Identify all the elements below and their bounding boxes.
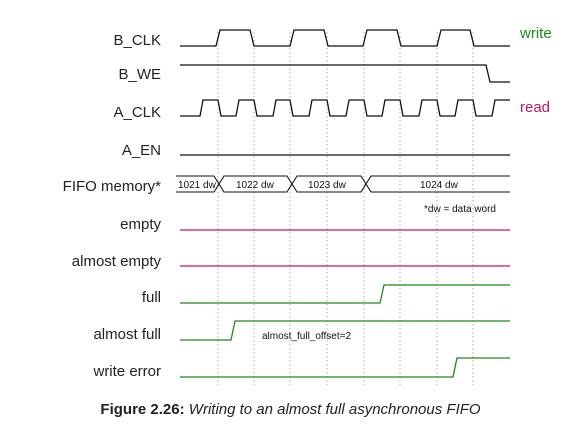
- label-a-en: A_EN: [121, 142, 161, 159]
- full-waveform: [180, 284, 510, 304]
- label-write-error: write error: [93, 363, 161, 380]
- label-b-clk: B_CLK: [113, 32, 161, 49]
- label-write: write: [520, 25, 552, 42]
- memory-segment-1022: 1022 dw: [236, 180, 275, 191]
- almost-full-offset-note: almost_full_offset=2: [262, 331, 351, 342]
- dw-note: *dw = data word: [424, 204, 496, 215]
- caption-number: Figure 2.26:: [100, 401, 185, 418]
- caption-text: Writing to an almost full asynchronous F…: [188, 401, 481, 418]
- label-full: full: [141, 289, 161, 306]
- label-b-we: B_WE: [118, 66, 161, 83]
- memory-segment-1024: 1024 dw: [420, 180, 459, 191]
- b-we-waveform: [180, 64, 510, 83]
- b-clk-waveform: [180, 29, 510, 47]
- fifo-memory-bus: [176, 175, 510, 193]
- label-empty: empty: [120, 216, 161, 233]
- almost-full-waveform: [180, 320, 510, 341]
- label-almost-full: almost full: [93, 326, 161, 343]
- memory-segment-1021: 1021 dw: [178, 180, 217, 191]
- label-fifo-memory: FIFO memory*: [62, 178, 161, 195]
- label-read: read: [520, 99, 551, 116]
- a-clk-waveform: [180, 99, 510, 117]
- label-almost-empty: almost empty: [71, 253, 161, 270]
- guide-lines: [217, 32, 474, 385]
- write-error-waveform: [180, 357, 510, 378]
- timing-diagram: 1021 dw 1022 dw 1023 dw 1024 dw *dw = da…: [176, 29, 510, 385]
- figure-caption: Figure 2.26: Writing to an almost full a…: [0, 401, 581, 418]
- memory-segment-1023: 1023 dw: [308, 180, 347, 191]
- label-a-clk: A_CLK: [113, 104, 161, 121]
